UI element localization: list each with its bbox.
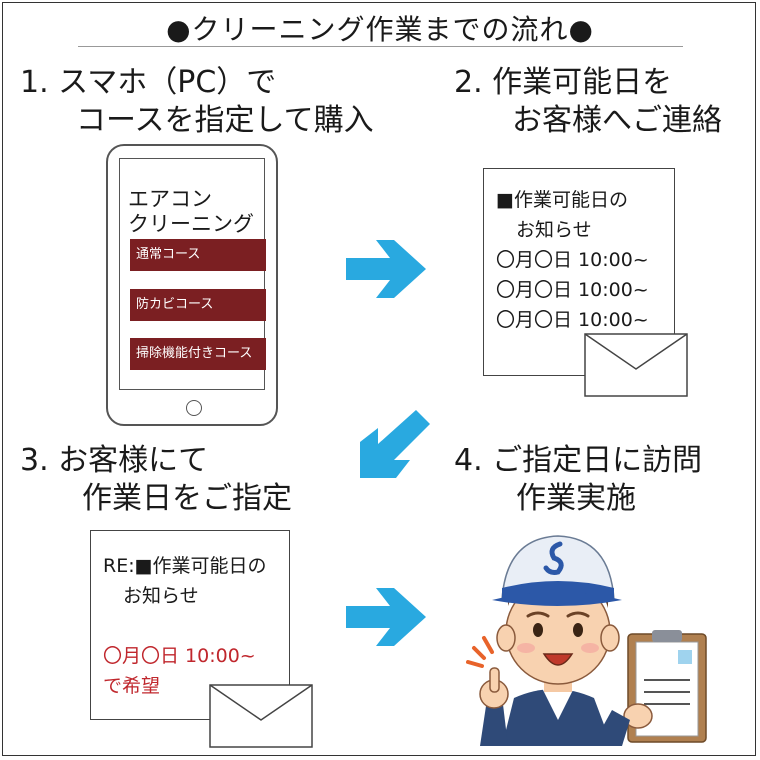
reply-heading: RE:■作業可能日の	[103, 555, 267, 577]
envelope-icon	[584, 333, 688, 397]
arrow-right-icon	[346, 588, 426, 646]
step-2-line1: 2. 作業可能日を	[454, 65, 673, 100]
service-title-line1: エアコン	[128, 187, 212, 211]
reply-heading-line2: お知らせ	[123, 585, 199, 607]
course-button-anti-mold[interactable]: 防カビコース	[130, 289, 266, 321]
step-4-line2: 作業実施	[516, 481, 636, 516]
notice-heading-line2: お知らせ	[516, 219, 592, 241]
step-2: 2. 作業可能日を お客様へご連絡	[454, 64, 722, 140]
title-divider	[78, 46, 683, 47]
available-date: 〇月〇日 10:00~	[496, 309, 649, 331]
arrow-down-left-icon	[360, 410, 430, 478]
step-3-line1: 3. お客様にて	[20, 443, 209, 478]
page-title: ●クリーニング作業までの流れ●	[166, 13, 594, 46]
envelope-icon	[209, 684, 313, 748]
service-title-line2: クリーニング	[128, 212, 254, 236]
step-3: 3. お客様にて 作業日をご指定	[20, 442, 292, 518]
tablet-screen: エアコン クリーニング 通常コース 防カビコース 掃除機能付きコース	[119, 158, 266, 390]
step-1-line2: コースを指定して購入	[76, 103, 374, 138]
worker-illustration	[466, 535, 707, 746]
course-button-self-cleaning[interactable]: 掃除機能付きコース	[130, 338, 266, 370]
service-title: エアコン クリーニング	[128, 187, 254, 237]
step-1: 1. スマホ（PC）で コースを指定して購入	[20, 64, 374, 140]
available-date: 〇月〇日 10:00~	[496, 279, 649, 301]
course-button-standard[interactable]: 通常コース	[130, 239, 266, 271]
step-3-line2: 作業日をご指定	[82, 481, 292, 516]
notice-heading: ■作業可能日の	[496, 189, 628, 211]
tablet-device: エアコン クリーニング 通常コース 防カビコース 掃除機能付きコース	[106, 144, 278, 426]
available-date: 〇月〇日 10:00~	[496, 249, 649, 271]
home-button	[186, 400, 202, 416]
step-2-line2: お客様へご連絡	[512, 103, 722, 138]
requested-date-suffix: で希望	[103, 675, 161, 697]
step-4: 4. ご指定日に訪問 作業実施	[454, 442, 702, 518]
step-1-line1: 1. スマホ（PC）で	[20, 65, 277, 100]
requested-date: 〇月〇日 10:00~	[103, 645, 256, 667]
arrow-right-icon	[346, 240, 426, 298]
step-4-line1: 4. ご指定日に訪問	[454, 443, 703, 478]
